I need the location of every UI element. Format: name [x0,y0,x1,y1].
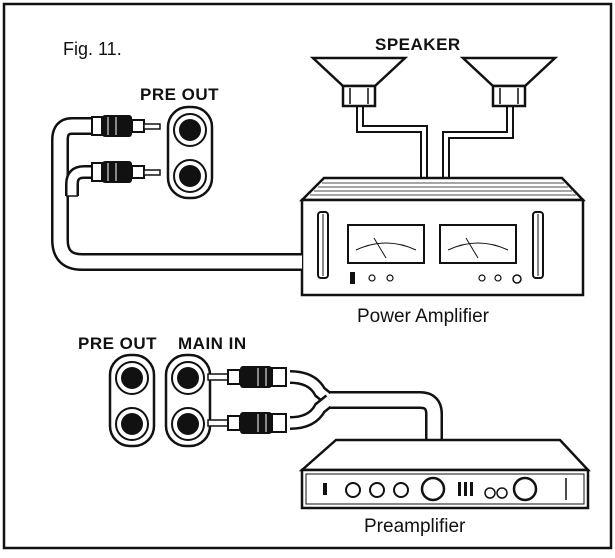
cable-bottom [289,370,443,440]
rca-plug-top-2 [91,161,161,183]
pre-out-label-top: PRE OUT [140,85,219,104]
preamplifier-label: Preamplifier [364,516,466,537]
main-in-label: MAIN IN [178,334,247,353]
pre-out-label-bottom: PRE OUT [78,334,157,353]
power-amplifier [298,176,586,297]
cable-top [51,117,302,271]
pre-out-jacks-bottom [108,353,156,448]
power-amplifier-label: Power Amplifier [357,306,490,327]
preamplifier [298,438,591,510]
speaker-left [309,56,409,108]
rca-plug-bottom-2 [207,412,287,434]
speaker-label: SPEAKER [375,35,461,54]
speaker-right [459,56,559,108]
figure-border [2,2,613,550]
speaker-wires [356,106,514,180]
rca-plug-bottom-1 [207,366,287,388]
main-in-jacks [164,353,212,448]
figure-label: Fig. 11. [63,39,122,59]
rca-plug-top-1 [91,115,161,137]
pre-out-jacks-top [166,105,214,200]
